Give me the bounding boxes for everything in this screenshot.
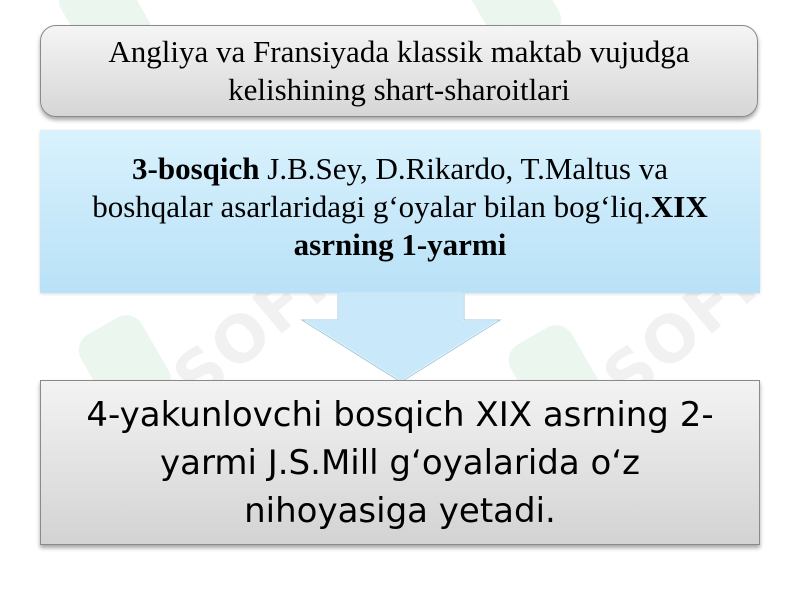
top-title-box: Angliya va Fransiyada klassik maktab vuj…	[40, 25, 758, 117]
stage-4-box: 4-yakunlovchi bosqich XIX asrning 2-yarm…	[40, 380, 760, 545]
top-title-text: Angliya va Fransiyada klassik maktab vuj…	[108, 34, 690, 107]
stage-3-label: 3-bosqich	[132, 150, 260, 186]
stage-3-period: XIX asrning 1-yarmi	[293, 188, 708, 262]
stage-3-box: 3-bosqich J.B.Sey, D.Rikardo, T.Maltus v…	[40, 130, 760, 293]
stage-4-text: 4-yakunlovchi bosqich XIX asrning 2-yarm…	[86, 394, 714, 531]
stage-3-text: 3-bosqich J.B.Sey, D.Rikardo, T.Maltus v…	[70, 150, 730, 264]
down-arrow-icon	[300, 292, 502, 384]
stage-3-body: J.B.Sey, D.Rikardo, T.Maltus va boshqala…	[92, 150, 668, 224]
